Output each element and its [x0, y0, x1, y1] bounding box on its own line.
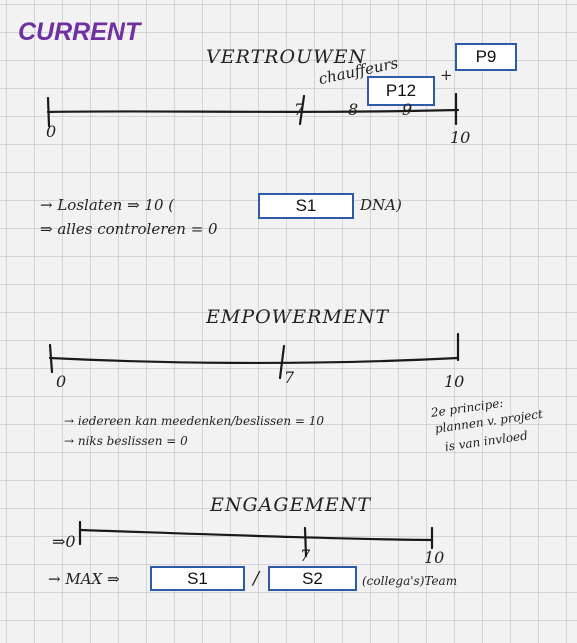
- trust-tick-7: [298, 94, 306, 126]
- empowerment-note-1: → iedereen kan meedenken/beslissen = 10: [64, 414, 324, 428]
- engagement-team-label: (collega's)Team: [362, 574, 458, 588]
- empowerment-tick-label-0: 0: [56, 372, 67, 391]
- trust-tick-label-7: 7: [294, 100, 305, 119]
- empowerment-note-2: → niks beslissen = 0: [64, 434, 188, 448]
- box-s2-engagement: S2: [268, 566, 357, 591]
- empowerment-tick-7: [278, 344, 286, 380]
- trust-note-2: ⇒ alles controleren = 0: [40, 220, 218, 238]
- empowerment-heading: EMPOWERMENT: [206, 306, 390, 328]
- trust-tick-0: [46, 96, 51, 128]
- engagement-max-label: → MAX ⇒: [48, 570, 120, 588]
- engagement-heading: ENGAGEMENT: [210, 494, 372, 516]
- trust-plus: +: [440, 66, 453, 84]
- trust-note-1-prefix: → Loslaten ⇒ 10 (: [40, 196, 175, 214]
- empowerment-tick-label-10: 10: [444, 372, 465, 391]
- box-s1-dna: S1: [258, 193, 354, 219]
- empowerment-tick-0: [48, 343, 54, 374]
- badge-p12: P12: [367, 76, 435, 106]
- empowerment-scale-line: [48, 356, 460, 365]
- trust-tick-label-10: 10: [450, 128, 471, 147]
- engagement-scale-line: [78, 528, 434, 542]
- empowerment-tick-label-7: 7: [284, 368, 295, 387]
- engagement-tick-label-7: 7: [300, 546, 311, 565]
- trust-tick-label-0: 0: [46, 122, 57, 141]
- box-s1-engagement: S1: [150, 566, 245, 591]
- engagement-tick-label-0: ⇒0: [52, 532, 76, 551]
- trust-tick-label-9: 9: [402, 100, 413, 119]
- badge-p9: P9: [455, 43, 517, 71]
- engagement-tick-7: [303, 526, 308, 558]
- trust-scale-line: [46, 108, 460, 114]
- trust-heading: VERTROUWEN: [206, 46, 367, 68]
- engagement-slash: /: [253, 568, 260, 589]
- page-title: CURRENT: [18, 18, 141, 46]
- trust-tick-label-8: 8: [348, 100, 359, 119]
- engagement-tick-label-10: 10: [424, 548, 445, 567]
- trust-note-1-suffix: DNA): [360, 196, 402, 214]
